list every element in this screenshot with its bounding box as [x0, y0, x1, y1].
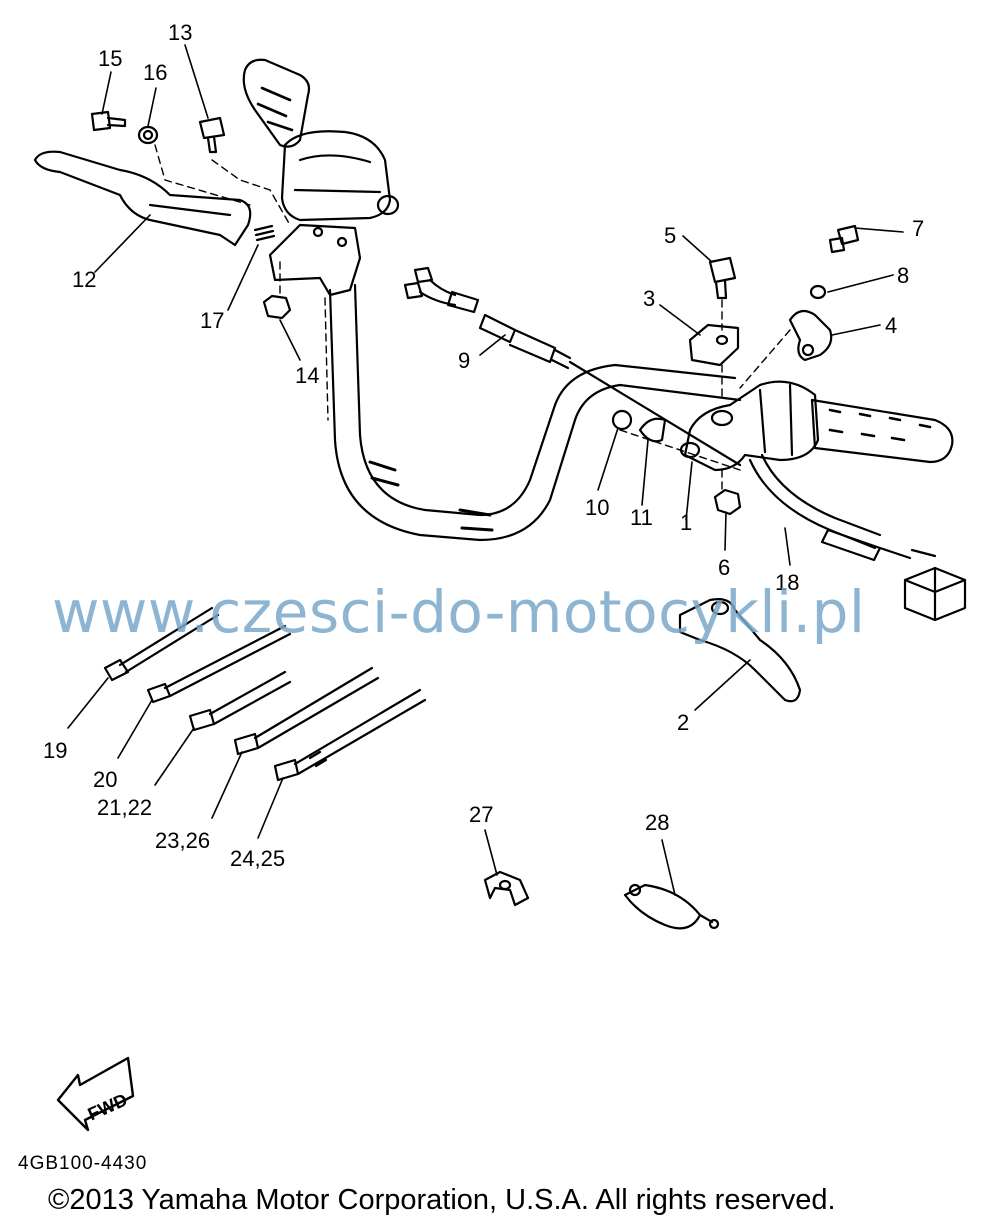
- bolt-13: [198, 116, 226, 154]
- part-label-24-25: 24,25: [230, 846, 285, 871]
- cable-tie-21-22: [188, 670, 292, 732]
- part-label-6: 6: [718, 555, 730, 580]
- part-label-11: 11: [630, 505, 653, 530]
- bolt-5: [708, 256, 737, 300]
- handlebar-tube: [328, 283, 742, 542]
- washer-8: [809, 284, 827, 300]
- part-label-15: 15: [98, 46, 122, 71]
- collar-16: [137, 125, 159, 145]
- clamp-27: [483, 870, 530, 907]
- part-label-7: 7: [912, 216, 924, 241]
- cable-tie-23-26: [233, 666, 380, 756]
- bolt-15: [90, 110, 127, 132]
- copyright-notice: ©2013 Yamaha Motor Corporation, U.S.A. A…: [48, 1184, 836, 1216]
- part-label-13: 13: [168, 20, 192, 45]
- assembly-lines-right: [619, 299, 791, 491]
- catalog-code: 4GB100-4430: [18, 1153, 148, 1174]
- watermark-url: www.czesci-do-motocykli.pl: [52, 578, 866, 646]
- part-label-19: 19: [43, 738, 67, 763]
- brake-lever-left: [33, 150, 252, 247]
- part-label-9: 9: [458, 348, 470, 373]
- forward-arrow-shape: [56, 1056, 135, 1132]
- part-label-16: 16: [143, 60, 167, 85]
- part-label-20: 20: [93, 767, 117, 792]
- part-label-8: 8: [897, 263, 909, 288]
- master-cylinder-clamp: [268, 223, 362, 297]
- throttle-cable: [403, 266, 742, 467]
- cable-tie-19: [103, 606, 220, 682]
- bracket-4: [788, 309, 833, 362]
- part-label-23-26: 23,26: [155, 828, 210, 853]
- part-label-14: 14: [295, 363, 319, 388]
- part-label-17: 17: [200, 308, 224, 333]
- part-label-21-22: 21,22: [97, 795, 152, 820]
- nut-6: [713, 488, 742, 516]
- cable-tie-24-25: [273, 688, 427, 782]
- part-labels: 15 16 13 12 17 14 5 7 8 3 4 9 10 11 1 6 …: [43, 20, 924, 871]
- screw-7: [828, 224, 860, 254]
- master-cylinder-reservoir: [280, 130, 400, 222]
- part-label-3: 3: [643, 286, 655, 311]
- part-label-2: 2: [677, 710, 689, 735]
- nut-14: [262, 294, 292, 320]
- part-label-18: 18: [775, 570, 799, 595]
- switch-lead: [748, 453, 967, 622]
- part-label-12: 12: [72, 267, 96, 292]
- part-label-5: 5: [664, 223, 676, 248]
- left-grip: [242, 58, 311, 148]
- throttle-housing: [679, 380, 820, 472]
- assembly-lines-left: [154, 144, 329, 421]
- part-label-10: 10: [585, 495, 609, 520]
- throttle-lever: [678, 598, 802, 703]
- spring-17: [253, 224, 276, 242]
- block-3: [688, 323, 740, 367]
- part-label-1: 1: [680, 510, 692, 535]
- part-label-4: 4: [885, 313, 897, 338]
- right-grip: [810, 398, 954, 464]
- part-label-27: 27: [469, 802, 493, 827]
- cable-tie-20: [146, 624, 292, 704]
- parts-10-11: [611, 409, 667, 443]
- leader-lines: [67, 44, 904, 896]
- forward-arrow: FWD: [56, 1056, 135, 1132]
- clamp-band-28: [623, 883, 720, 930]
- part-label-28: 28: [645, 810, 669, 835]
